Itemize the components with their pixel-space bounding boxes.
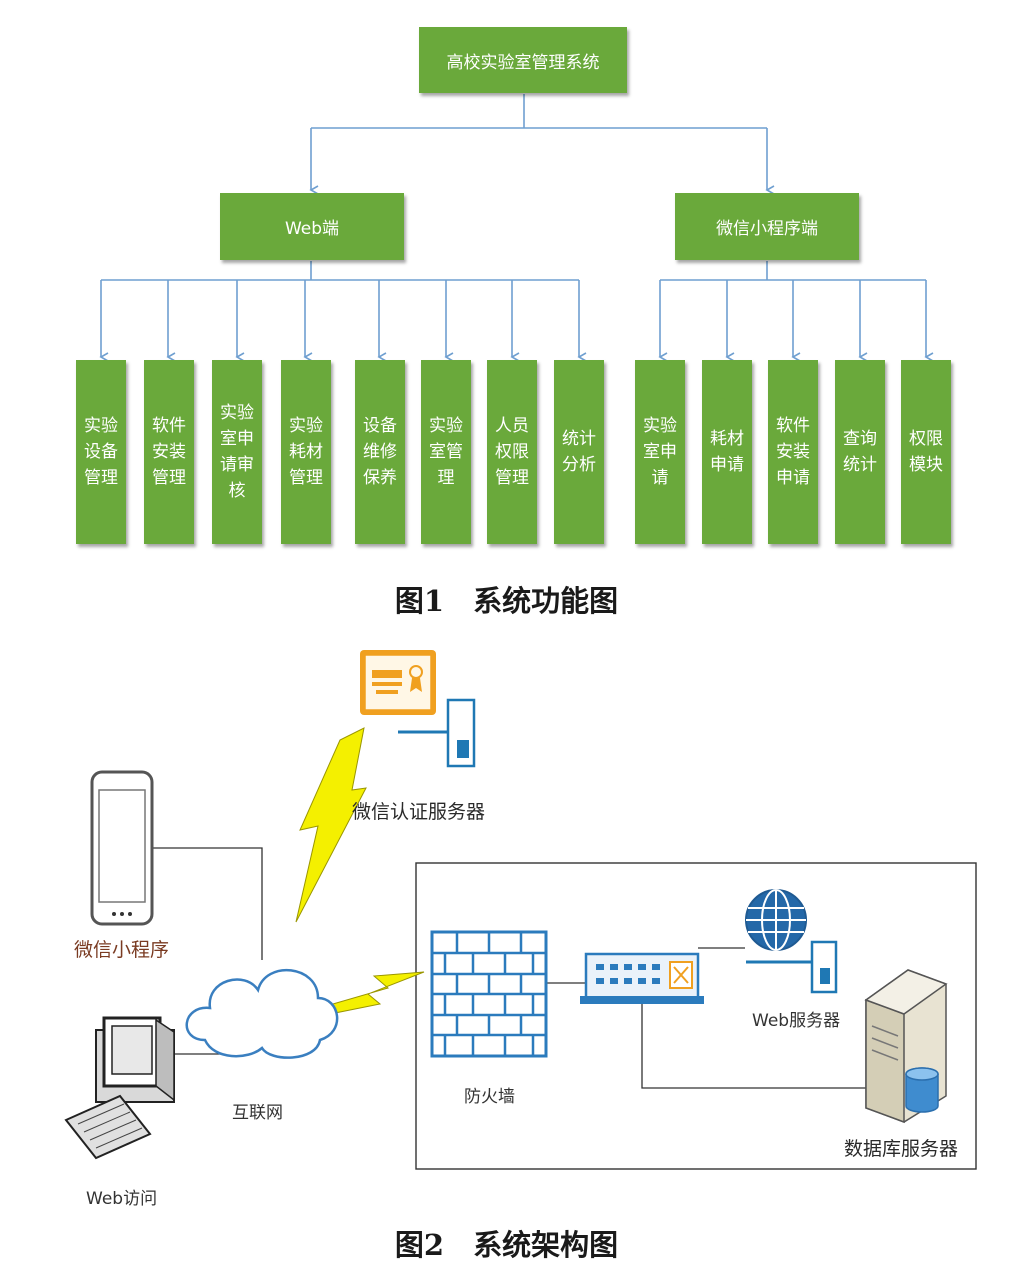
web-leaf-0: 实验 设备 管理 bbox=[76, 360, 126, 544]
web-leaf-4: 设备 维修 保养 bbox=[355, 360, 405, 544]
certificate-icon bbox=[360, 650, 476, 768]
web-server-label: Web服务器 bbox=[752, 1011, 841, 1031]
fig2-caption: 图2 系统架构图 bbox=[394, 1228, 619, 1262]
switch-db-link bbox=[641, 995, 870, 1089]
wechat-leaf-3: 查询 统计 bbox=[835, 360, 885, 544]
db-server-label: 数据库服务器 bbox=[844, 1138, 959, 1160]
database-server-icon bbox=[864, 969, 948, 1124]
web-node: Web端 bbox=[220, 193, 404, 260]
wechat-node: 微信小程序端 bbox=[675, 193, 859, 260]
cloud-icon bbox=[185, 968, 339, 1059]
switch-icon bbox=[580, 952, 704, 1004]
phone-link bbox=[152, 847, 263, 960]
root-node: 高校实验室管理系统 bbox=[419, 27, 627, 93]
web-leaf-7: 统计 分析 bbox=[554, 360, 604, 544]
web-access-label: Web访问 bbox=[86, 1189, 158, 1209]
wechat-leaf-1: 耗材 申请 bbox=[702, 360, 752, 544]
web-leaf-6: 人员 权限 管理 bbox=[487, 360, 537, 544]
wechat-leaf-4: 权限 模块 bbox=[901, 360, 951, 544]
smartphone-icon bbox=[90, 770, 154, 926]
web-leaf-2: 实验 室申 请审 核 bbox=[212, 360, 262, 544]
server-zone-box bbox=[415, 862, 977, 1170]
fig1-connectors bbox=[99, 94, 934, 362]
web-leaf-3: 实验 耗材 管理 bbox=[281, 360, 331, 544]
lightning-bolt-lower bbox=[325, 971, 425, 1015]
internet-label: 互联网 bbox=[232, 1103, 283, 1123]
wechat-auth-server-label: 微信认证服务器 bbox=[352, 801, 486, 823]
wechat-leaf-2: 软件 安装 申请 bbox=[768, 360, 818, 544]
mini-program-label: 微信小程序 bbox=[74, 939, 170, 961]
lightning-bolt-upper bbox=[295, 727, 367, 923]
web-leaf-1: 软件 安装 管理 bbox=[144, 360, 194, 544]
firewall-icon bbox=[430, 930, 548, 1058]
firewall-label: 防火墙 bbox=[464, 1087, 515, 1107]
globe-icon bbox=[745, 889, 838, 994]
fig1-caption: 图1 系统功能图 bbox=[394, 584, 619, 618]
fig2-architecture bbox=[64, 650, 977, 1170]
web-leaf-5: 实验 室管 理 bbox=[421, 360, 471, 544]
desktop-pc-icon bbox=[64, 1016, 175, 1160]
wechat-leaf-0: 实验 室申 请 bbox=[635, 360, 685, 544]
